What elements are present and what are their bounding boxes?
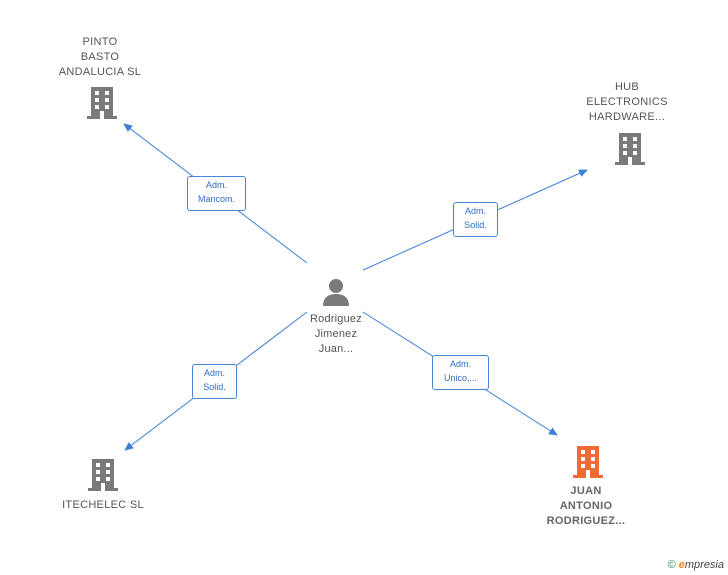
edge-label-itechelec: Adm. Solid. — [192, 364, 237, 399]
building-icon-highlighted[interactable] — [572, 445, 604, 479]
building-icon[interactable] — [86, 86, 118, 120]
edge-label-hub: Adm. Solid. — [453, 202, 498, 237]
person-icon[interactable] — [321, 277, 351, 307]
company-label-itechelec[interactable]: ITECHELEC SL — [62, 499, 144, 511]
company-label-pinto[interactable]: PINTO BASTO ANDALUCIA SL — [58, 36, 142, 78]
building-icon[interactable] — [614, 132, 646, 166]
company-label-hub[interactable]: HUB ELECTRONICS HARDWARE... — [586, 81, 668, 123]
company-label-juan[interactable]: JUAN ANTONIO RODRIGUEZ... — [546, 485, 626, 527]
person-label[interactable]: Rodriguez Jimenez Juan... — [310, 313, 362, 355]
edge-label-pinto: Adm. Mancom. — [187, 176, 246, 211]
edge-label-juan: Adm. Unico,... — [432, 355, 489, 390]
copyright-symbol: © — [667, 559, 676, 571]
building-icon[interactable] — [87, 458, 119, 492]
brand-logo-letter: e — [678, 559, 685, 571]
brand-watermark: © empresia — [668, 559, 724, 571]
brand-logo-name: mpresia — [684, 559, 724, 571]
